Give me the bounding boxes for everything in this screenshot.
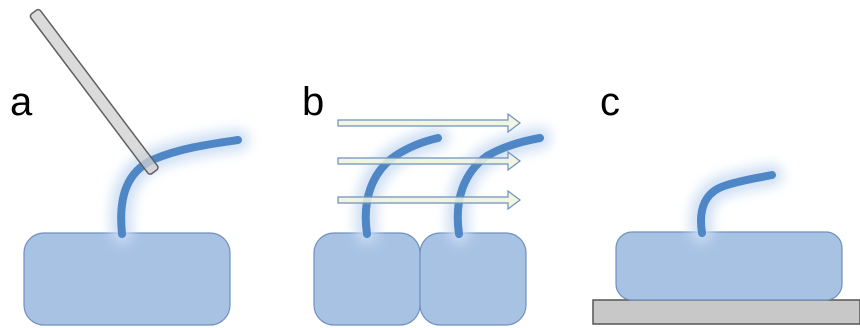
panel-c-substrate (592, 299, 860, 325)
panel-a-cell (23, 232, 231, 326)
panel-a-probe-rod (29, 8, 159, 175)
panel-c-cell (615, 231, 843, 301)
panel-c-label: c (600, 80, 620, 124)
panel-b-flow-arrow-middle (337, 150, 521, 172)
panel-b-cilium-right (453, 134, 544, 238)
panel-b-label: b (302, 80, 324, 124)
panel-c: c (592, 80, 860, 325)
panel-b-flow-arrow-top (337, 112, 521, 134)
panel-b-cilium-left (361, 134, 442, 238)
panel-b-cell-left (313, 232, 421, 326)
panel-b: b (302, 80, 551, 326)
panel-b-cell-right (419, 232, 527, 326)
panel-c-cilium (697, 171, 776, 237)
panel-a: a (10, 8, 249, 326)
panel-a-label: a (10, 80, 33, 124)
panel-b-flow-arrow-bottom (337, 189, 521, 211)
